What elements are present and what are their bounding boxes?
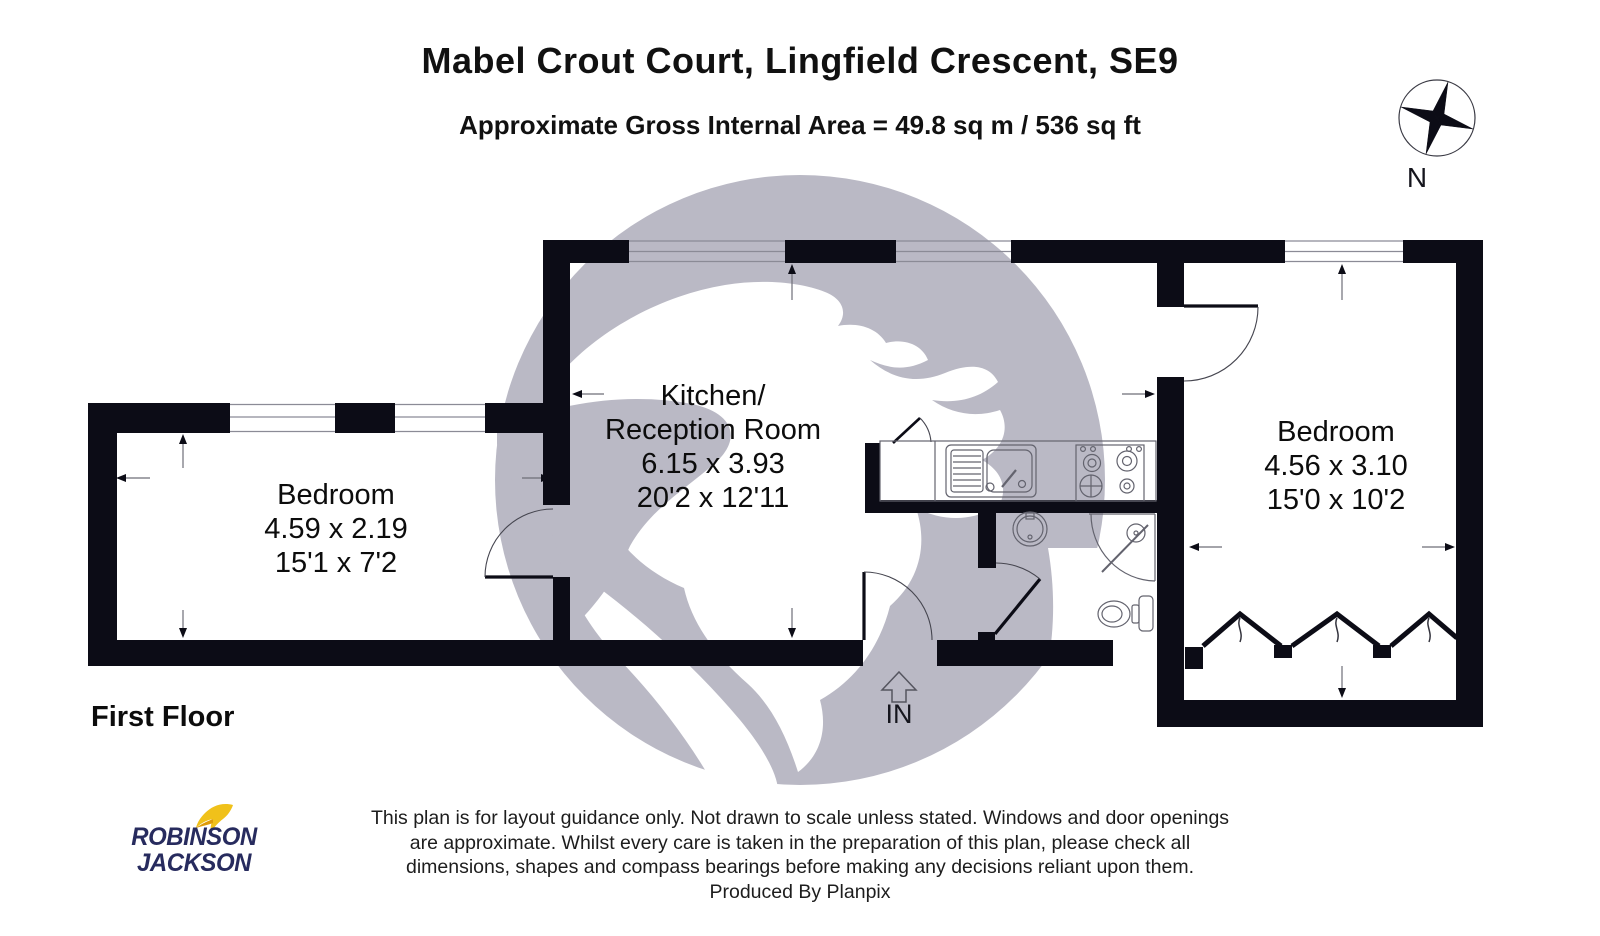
- floor-label: First Floor: [91, 701, 235, 733]
- room-size-metric: 6.15 x 3.93: [641, 448, 785, 480]
- disclaimer-line: dimensions, shapes and compass bearings …: [405, 856, 1195, 878]
- produced-by-line: Produced By Planpix: [709, 880, 891, 903]
- agency-logo-line1: ROBINSON: [131, 823, 257, 851]
- sink-icon: [945, 444, 1037, 498]
- toilet-icon: [1097, 595, 1154, 632]
- basin-icon: [1012, 511, 1048, 547]
- room-label-bedroom-left: Bedroom 4.59 x 2.19 15'1 x 7'2: [176, 478, 496, 580]
- room-size-imperial: 15'1 x 7'2: [274, 547, 398, 579]
- wardrobe-icon: [1201, 610, 1459, 649]
- page-title: Mabel Crout Court, Lingfield Crescent, S…: [421, 40, 1179, 81]
- swallow-bird-icon: [196, 803, 233, 832]
- page-subtitle: Approximate Gross Internal Area = 49.8 s…: [459, 110, 1141, 140]
- watermark-logo: [460, 150, 1135, 798]
- dimension-arrows: [116, 264, 1455, 698]
- doors: [484, 304, 1259, 641]
- disclaimer-line: This plan is for layout guidance only. N…: [370, 807, 1230, 829]
- entrance-label: IN: [885, 699, 913, 729]
- shower-icon: [1089, 513, 1156, 582]
- room-name: Kitchen/: [660, 380, 766, 412]
- walls: [88, 240, 1483, 727]
- compass-north-label: N: [1406, 162, 1428, 193]
- room-label-bedroom-right: Bedroom 4.56 x 3.10 15'0 x 10'2: [1176, 415, 1496, 517]
- disclaimer-line: are approximate. Whilst every care is ta…: [409, 831, 1191, 854]
- room-size-imperial: 15'0 x 10'2: [1266, 484, 1406, 516]
- agency-logo-line2: JACKSON: [137, 849, 251, 877]
- room-name: Bedroom: [277, 479, 395, 511]
- hob-icon: [1075, 444, 1145, 502]
- room-size-metric: 4.59 x 2.19: [264, 513, 408, 545]
- compass-icon: [1398, 79, 1476, 157]
- kitchen-counter: [879, 440, 1157, 502]
- room-size-imperial: 20'2 x 12'11: [636, 482, 790, 514]
- entrance-arrow-icon: [880, 670, 918, 703]
- room-size-metric: 4.56 x 3.10: [1264, 450, 1408, 482]
- windows: [230, 240, 1403, 433]
- room-label-kitchen-reception: Kitchen/ Reception Room 6.15 x 3.93 20'2…: [533, 379, 893, 515]
- room-name-2: Reception Room: [605, 414, 821, 446]
- disclaimer-text: This plan is for layout guidance only. N…: [0, 806, 1600, 904]
- room-name: Bedroom: [1277, 416, 1395, 448]
